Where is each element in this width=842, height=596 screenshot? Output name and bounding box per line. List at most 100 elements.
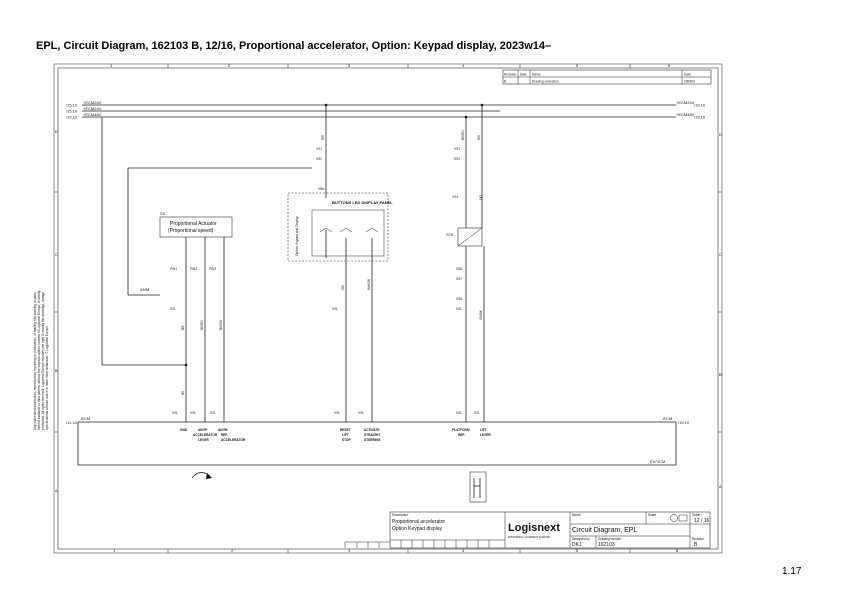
name-label: Name <box>572 513 581 517</box>
projection-symbol-icon <box>670 514 688 522</box>
wire-label: GN/BK <box>479 309 483 320</box>
drawing-frame: 1 2 3 4 5 6 1 2 3 4 5 6 D C B A D C B A <box>53 63 723 554</box>
keypad-panel: WH XS1 XS2 X5A BUTTONS LED DISPLAY PANEL… <box>287 103 393 422</box>
connector-labels: GND AIN7P ACCELERATOR LEVER AIN7B REF- A… <box>180 428 491 442</box>
legal-sidenote: Any unlicensed distribution, reproductio… <box>33 290 49 430</box>
doc-title: Circuit Diagram, EPL <box>572 527 637 534</box>
panel-id: X5A <box>318 187 325 191</box>
connector-line3: LEVER <box>198 438 209 442</box>
frame-col-label: 6 <box>668 63 671 68</box>
rail-left-ref: /15.10 <box>66 115 78 120</box>
pin-label: X01 <box>456 411 462 415</box>
pin-label: X01 <box>190 411 196 415</box>
rail-name: +ECM48V <box>83 112 102 117</box>
connector-line1: LIFT <box>480 428 487 432</box>
panel-title: BUTTONS LED DISPLAY PANEL <box>332 200 393 205</box>
frame-row-label: A <box>55 488 58 493</box>
revision-cell: B <box>504 80 506 84</box>
ground-symbol-icon <box>469 471 487 503</box>
revision-table: Revision Date Name Date B Drawing correc… <box>502 69 712 85</box>
sidenote-line: Any unlicensed distribution, reproductio… <box>33 292 37 430</box>
sidenote-line: prohibited. All rights reserved. Logisne… <box>41 292 45 430</box>
pin-label: X01 <box>456 307 462 311</box>
frame-col-label: 1 <box>113 548 116 553</box>
revision-cell: 230403 <box>684 80 695 84</box>
pin-label: XS2 <box>316 157 322 161</box>
pin-label: X01 <box>170 307 176 311</box>
frame-col-label: 4 <box>462 63 465 68</box>
frame-row-label: D <box>55 129 58 134</box>
proportional-actuator: S3 Proportional Actuator (Proportional s… <box>159 211 233 422</box>
sidenote-line: specifications without notice or have th… <box>45 326 49 430</box>
pin-label: X01 <box>210 411 216 415</box>
converter-branch: BK/RD WH XS1 XS2 XS4 S70 XS6 XS7 XS8 X01… <box>446 103 485 422</box>
rotation-arrowhead-icon <box>206 473 212 479</box>
drawing-number: 162103 <box>598 542 615 548</box>
revision-header: Date <box>684 73 691 77</box>
frame-row-label: A <box>719 484 722 489</box>
rail-name: +ECM48V <box>676 112 695 117</box>
pin-label: XS7 <box>456 277 462 281</box>
connector-line1: AIN7P <box>198 428 208 432</box>
frame-row-label: B <box>719 372 722 377</box>
connector-line2: REF- <box>458 433 465 437</box>
sidenote-line: thereof available to third parties, with… <box>37 290 41 430</box>
pin-label: X01 <box>332 307 338 311</box>
rail-name: +ECM24V <box>83 100 102 105</box>
revision-cell: Drawing correction <box>532 80 559 84</box>
panel-vertical-label: Option: Keypad and Display <box>295 216 299 256</box>
frame-col-label: 4 <box>462 548 465 553</box>
connector-line3: STEERING <box>364 438 381 442</box>
description-label: Description <box>392 513 408 517</box>
rail-name: +ECM24V <box>676 100 695 105</box>
pin-label: XS2 <box>454 157 460 161</box>
description-line1: Proportional accelerator <box>392 519 445 525</box>
connector-line1: RESET <box>340 428 351 432</box>
revision-value: B <box>694 542 698 548</box>
pin-label: X01 <box>334 411 340 415</box>
connector-line1: ACTIVATE <box>364 428 379 432</box>
scale-value: - <box>652 518 654 523</box>
frame-col-label: 5 <box>576 548 579 553</box>
connector-line3: ACCELERATOR <box>221 438 246 442</box>
connector-line1: GND <box>180 428 188 432</box>
frame-col-label: 2 <box>231 548 234 553</box>
wire-label: BN <box>181 325 185 330</box>
designed-label: Designed by <box>572 537 590 541</box>
actuator-id: S3 <box>160 211 166 216</box>
connector-line3: STOP <box>342 438 351 442</box>
rail-name: -ECM <box>80 416 90 421</box>
pin-label: X01 <box>172 411 178 415</box>
frame-col-label: 6 <box>676 548 679 553</box>
wire-label: WH/GN <box>367 278 371 290</box>
harness-tag: 2A/M <box>140 287 149 292</box>
top-rails: /15.10 +ECM24V /15.10 +ECM24V /15.10 +EC… <box>66 100 706 120</box>
page-number: 1.17 <box>782 566 802 577</box>
rail-right-ref: /19.10 <box>694 115 706 120</box>
sheet-label: Sheet <box>692 513 700 517</box>
connector-line1: PLATFORM <box>452 428 470 432</box>
frame-row-label: B <box>55 368 58 373</box>
wire-label: OG <box>479 195 483 200</box>
designer: DKJ <box>572 542 582 548</box>
company-sub: MITSUBISHI LOGISNEXT EUROPE <box>508 535 550 539</box>
wire-label: BK/GN <box>219 319 223 330</box>
wire-label: WH <box>477 134 481 140</box>
rail-name: +ECM24V <box>83 106 102 111</box>
scale-label: Scale <box>648 513 656 517</box>
pin-label: XS8 <box>456 297 462 301</box>
frame-row-label: C <box>55 252 58 257</box>
rail-left-ref: /11.10 <box>66 420 78 425</box>
left-wiring: 2A/M <box>101 117 312 367</box>
connector-line1: AIN7B <box>218 428 228 432</box>
pin-label: X01 <box>474 411 480 415</box>
wire-label: BK/RD <box>200 320 204 330</box>
rail-name: -ECM <box>662 416 672 421</box>
frame-ticks <box>54 64 722 553</box>
frame-col-label: 2 <box>228 63 231 68</box>
pin-label: X01 <box>358 411 364 415</box>
pin-label: XS1 <box>316 147 322 151</box>
actuator-line2: (Proportional speed) <box>168 228 214 234</box>
bottom-rail-label: EV/VCM <box>650 459 665 464</box>
